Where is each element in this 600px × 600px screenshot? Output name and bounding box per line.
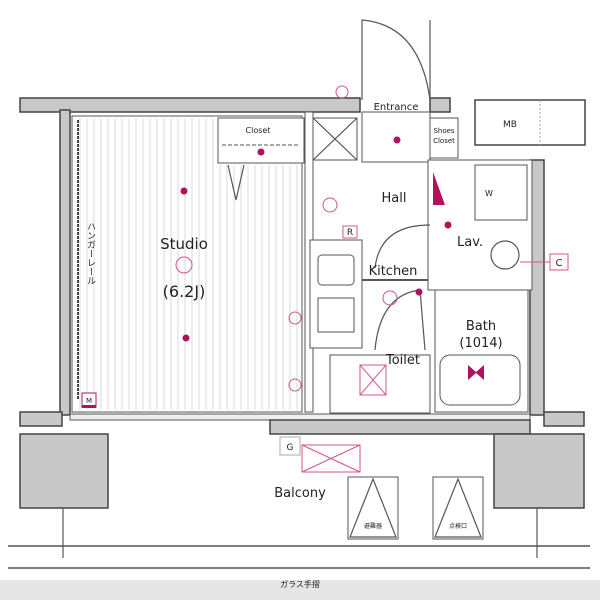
room-size-bath: (1014) <box>459 336 502 351</box>
marker-c: C <box>556 258 563 269</box>
hatch-label-2: 点検口 <box>449 522 467 530</box>
marker-m: M <box>86 397 92 405</box>
bottom-band <box>0 580 600 600</box>
wall-top-right <box>429 97 451 113</box>
hatch-label-1: 避難器 <box>364 522 382 530</box>
room-label-studio: Studio <box>160 235 208 253</box>
shoes-closet-line1: Shoes <box>433 127 454 135</box>
wall-left <box>59 109 71 416</box>
marker-g: G <box>287 443 294 453</box>
room-label-lav: Lav. <box>457 235 483 250</box>
room-label-kitchen: Kitchen <box>369 264 418 279</box>
washer-label: W <box>485 189 493 198</box>
room-label-mb: MB <box>503 120 517 130</box>
closet-box <box>217 117 305 164</box>
room-label-bath: Bath <box>466 319 496 334</box>
wall-top <box>19 97 361 113</box>
room-label-hall: Hall <box>382 191 407 206</box>
shoes-closet-line2: Closet <box>433 137 455 145</box>
studio-floor <box>71 115 303 413</box>
balcony-pier-left <box>19 433 109 509</box>
marker-r: R <box>347 228 353 238</box>
room-label-toilet: Toilet <box>385 353 420 368</box>
hanger-rail-label: ハンガーレール <box>85 222 96 285</box>
mb-box <box>474 99 586 146</box>
glass-railing-label: ガラス手摺 <box>280 579 320 589</box>
room-size-studio: (6.2J) <box>163 282 206 301</box>
room-label-entrance: Entrance <box>374 102 419 113</box>
room-label-balcony: Balcony <box>274 486 326 501</box>
room-label-closet: Closet <box>246 126 271 135</box>
entrance-door <box>361 19 431 101</box>
balcony-pier-right <box>493 433 585 509</box>
